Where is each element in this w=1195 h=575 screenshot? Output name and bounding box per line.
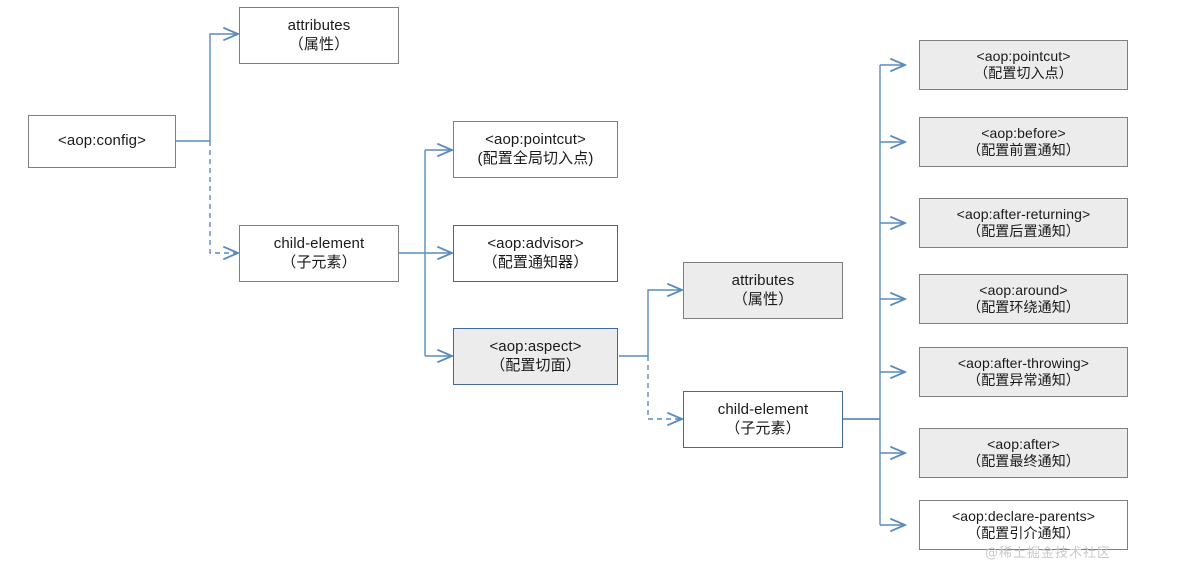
- node-aop-after-throwing-line1: <aop:after-throwing>: [957, 354, 1090, 371]
- wire-aspect-attributes: [647, 290, 682, 356]
- node-aop-advisor[interactable]: <aop:advisor> （配置通知器）: [453, 225, 618, 282]
- node-aop-advisor-line1: <aop:advisor>: [487, 235, 584, 253]
- node-child-element-1-line2: （子元素）: [281, 253, 357, 271]
- node-aop-advisor-line2: （配置通知器）: [482, 253, 589, 271]
- node-aop-after-line1: <aop:after>: [987, 435, 1060, 452]
- node-child-element-1[interactable]: child-element （子元素）: [239, 225, 399, 282]
- node-aop-aspect[interactable]: <aop:aspect> （配置切面）: [453, 328, 618, 385]
- node-aop-after-line2: （配置最终通知）: [967, 453, 1080, 469]
- node-aop-declare-parents-line2: （配置引介通知）: [967, 525, 1080, 541]
- node-aop-config-line1: <aop:config>: [58, 132, 146, 150]
- node-aop-pointcut-line1: <aop:pointcut>: [976, 47, 1071, 64]
- node-child-element-1-line1: child-element: [273, 235, 365, 253]
- node-aop-declare-parents-line1: <aop:declare-parents>: [952, 507, 1095, 524]
- node-aop-pointcut-global[interactable]: <aop:pointcut> (配置全局切入点): [453, 121, 618, 178]
- node-aop-pointcut-global-line2: (配置全局切入点): [477, 149, 594, 167]
- node-aop-pointcut[interactable]: <aop:pointcut> （配置切入点）: [919, 40, 1128, 90]
- node-aop-pointcut-line2: （配置切入点）: [974, 65, 1073, 81]
- node-aop-after-throwing-line2: （配置异常通知）: [967, 372, 1080, 388]
- node-attributes-1-line1: attributes: [287, 17, 351, 35]
- wire-root-childelement: [209, 141, 238, 253]
- node-aop-around[interactable]: <aop:around> （配置环绕通知）: [919, 274, 1128, 324]
- node-aop-aspect-line2: （配置切面）: [490, 356, 581, 374]
- node-attributes-2-line1: attributes: [731, 272, 795, 290]
- node-aop-before-line1: <aop:before>: [981, 124, 1066, 141]
- node-aop-aspect-line1: <aop:aspect>: [489, 338, 582, 356]
- node-child-element-2-line1: child-element: [717, 401, 809, 419]
- node-aop-around-line2: （配置环绕通知）: [967, 299, 1080, 315]
- wire-root-attributes: [209, 34, 238, 141]
- node-aop-before-line2: （配置前置通知）: [967, 142, 1080, 158]
- wire-aspect-childelement: [647, 356, 682, 419]
- node-aop-before[interactable]: <aop:before> （配置前置通知）: [919, 117, 1128, 167]
- node-attributes-1-line2: （属性）: [288, 35, 350, 53]
- node-aop-pointcut-global-line1: <aop:pointcut>: [485, 131, 586, 149]
- node-child-element-2-line2: （子元素）: [725, 419, 801, 437]
- node-attributes-2[interactable]: attributes （属性）: [683, 262, 843, 319]
- node-aop-after-returning-line2: （配置后置通知）: [967, 223, 1080, 239]
- node-child-element-2[interactable]: child-element （子元素）: [683, 391, 843, 448]
- node-aop-around-line1: <aop:around>: [979, 281, 1068, 298]
- node-aop-after-returning[interactable]: <aop:after-returning> （配置后置通知）: [919, 198, 1128, 248]
- node-aop-config[interactable]: <aop:config>: [28, 115, 176, 168]
- node-aop-after-returning-line1: <aop:after-returning>: [956, 205, 1091, 222]
- node-attributes-2-line2: （属性）: [732, 290, 794, 308]
- node-aop-after[interactable]: <aop:after> （配置最终通知）: [919, 428, 1128, 478]
- node-attributes-1[interactable]: attributes （属性）: [239, 7, 399, 64]
- watermark: @稀土掘金技术社区: [985, 546, 1112, 561]
- node-aop-after-throwing[interactable]: <aop:after-throwing> （配置异常通知）: [919, 347, 1128, 397]
- node-aop-declare-parents[interactable]: <aop:declare-parents> （配置引介通知）: [919, 500, 1128, 550]
